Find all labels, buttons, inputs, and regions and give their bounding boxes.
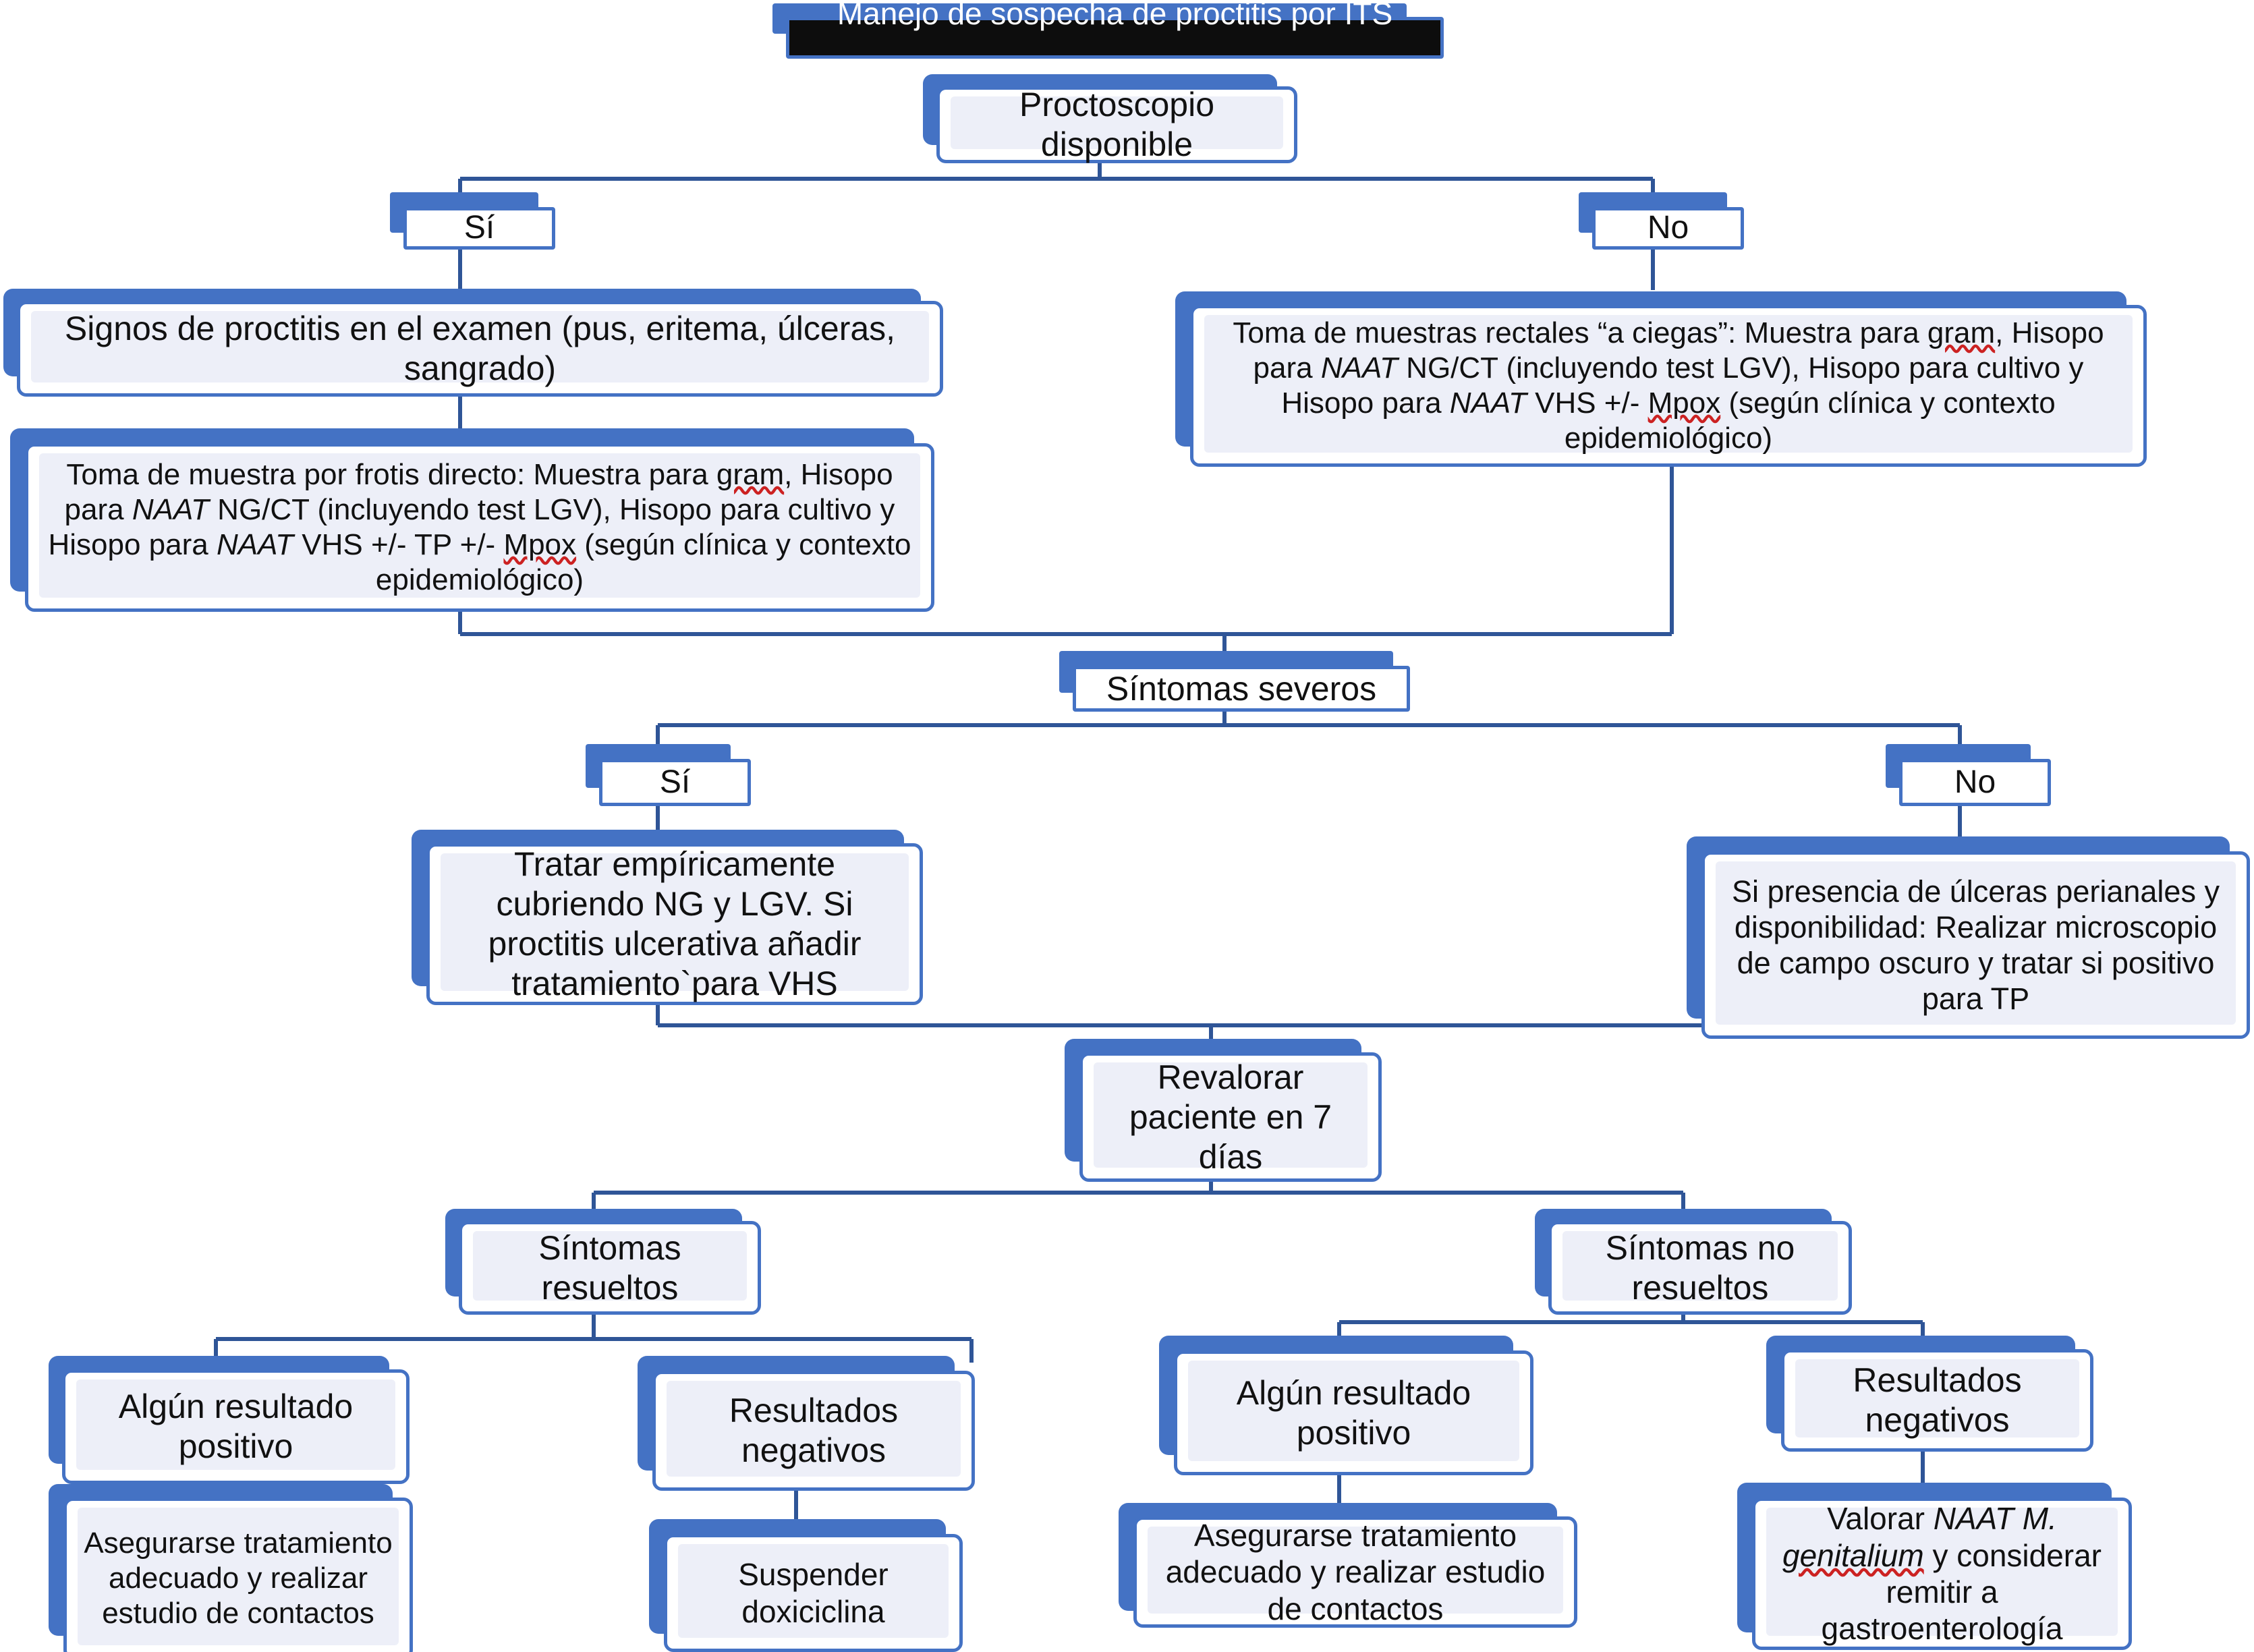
node-asegurar-2-text: Asegurarse tratamiento adecuado y realiz…: [1165, 1518, 1546, 1626]
node-sintomas-no-resueltos-text: Síntomas no resueltos: [1605, 1228, 1795, 1307]
node-toma-directo-text: Toma de muestra por frotis directo: Mues…: [48, 458, 911, 596]
node-no-2: No: [1886, 744, 2051, 806]
node-negativos-2-text: Resultados negativos: [1853, 1361, 2022, 1439]
node-negativos-1: Resultados negativos: [638, 1356, 975, 1491]
node-ulceras: Si presencia de úlceras perianales y dis…: [1687, 836, 2250, 1039]
node-tratar: Tratar empíricamente cubriendo NG y LGV.…: [412, 830, 923, 1005]
node-tratar-text: Tratar empíricamente cubriendo NG y LGV.…: [488, 845, 862, 1002]
node-proctoscopio: Proctoscopio disponible: [923, 74, 1297, 163]
node-valorar-text: Valorar NAAT M. genitalium y considerar …: [1782, 1501, 2102, 1647]
node-sintomas-resueltos: Síntomas resueltos: [445, 1209, 761, 1315]
node-ulceras-text: Si presencia de úlceras perianales y dis…: [1732, 874, 2220, 1017]
node-valorar: Valorar NAAT M. genitalium y considerar …: [1737, 1483, 2132, 1651]
node-negativos-1-text: Resultados negativos: [729, 1392, 899, 1469]
node-suspender: Suspender doxiciclina: [649, 1519, 963, 1652]
node-si-2-text: Sí: [659, 764, 691, 800]
node-toma-ciegas-text: Toma de muestras rectales “a ciegas”: Mu…: [1233, 316, 2104, 455]
node-toma-ciegas: Toma de muestras rectales “a ciegas”: Mu…: [1175, 291, 2147, 467]
node-no-1: No: [1579, 192, 1744, 250]
node-sintomas-severos: Síntomas severos: [1059, 651, 1410, 712]
node-positivo-1: Algún resultado positivo: [49, 1356, 410, 1484]
title-node: Manejo de sospecha de proctitis por ITS: [772, 0, 1444, 59]
node-positivo-2-text: Algún resultado positivo: [1236, 1373, 1471, 1452]
node-no-1-text: No: [1647, 210, 1689, 246]
node-asegurar-1: Asegurarse tratamiento adecuado y realiz…: [49, 1484, 413, 1652]
node-revalorar: Revalorar paciente en 7 días: [1065, 1039, 1382, 1182]
node-positivo-2: Algún resultado positivo: [1159, 1336, 1533, 1475]
node-toma-directo: Toma de muestra por frotis directo: Mues…: [10, 428, 934, 612]
node-suspender-text: Suspender doxiciclina: [738, 1557, 889, 1629]
node-no-2-text: No: [1954, 764, 1996, 800]
node-si-2: Sí: [586, 744, 751, 806]
node-signos-text: Signos de proctitis en el examen (pus, e…: [64, 310, 896, 387]
node-revalorar-text: Revalorar paciente en 7 días: [1129, 1058, 1332, 1176]
node-proctoscopio-text: Proctoscopio disponible: [1019, 86, 1215, 163]
title-text: Manejo de sospecha de proctitis por ITS: [837, 0, 1393, 31]
node-asegurar-2: Asegurarse tratamiento adecuado y realiz…: [1119, 1503, 1577, 1628]
node-signos: Signos de proctitis en el examen (pus, e…: [3, 289, 943, 397]
node-sintomas-severos-text: Síntomas severos: [1106, 669, 1377, 708]
node-asegurar-1-text: Asegurarse tratamiento adecuado y realiz…: [84, 1527, 393, 1630]
node-negativos-2: Resultados negativos: [1766, 1336, 2093, 1452]
node-sintomas-no-resueltos: Síntomas no resueltos: [1535, 1209, 1852, 1315]
node-positivo-1-text: Algún resultado positivo: [118, 1388, 354, 1465]
node-sintomas-resueltos-text: Síntomas resueltos: [538, 1228, 681, 1307]
node-si-1-text: Sí: [463, 210, 495, 246]
node-si-1: Sí: [390, 192, 555, 250]
